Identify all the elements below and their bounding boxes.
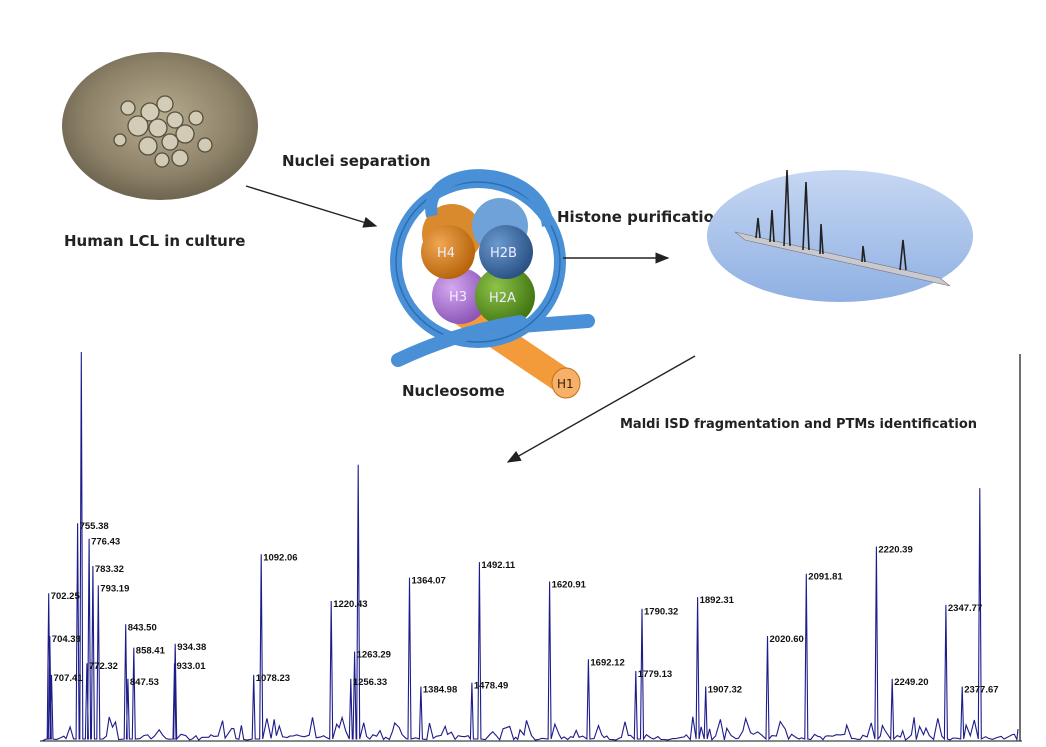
peak-label: 1620.91: [552, 580, 587, 591]
peak-label: 704.39: [52, 634, 81, 645]
peak-label: 2220.39: [878, 545, 912, 556]
h2b-label: H2B: [490, 246, 517, 261]
purification-chromatogram: [707, 169, 973, 302]
peak-label: 1384.98: [423, 685, 457, 696]
spectrum-trace: [41, 351, 1019, 742]
h3-label: H3: [449, 290, 467, 305]
maldi-label: Maldi ISD fragmentation and PTMs identif…: [620, 417, 977, 432]
peak-label: 1692.12: [590, 657, 624, 668]
cells-label: Human LCL in culture: [64, 232, 245, 250]
peak-label: 772.32: [89, 661, 118, 672]
peak-label: 755.38: [80, 521, 109, 532]
arrow-to-spectrum: [506, 355, 696, 463]
nucleosome-illustration: [390, 169, 595, 399]
peak-label: 1092.06: [263, 552, 297, 563]
peak-label: 1078.23: [256, 673, 290, 684]
peak-label: 933.01: [177, 661, 207, 672]
peak-label: 2020.60: [770, 634, 804, 645]
arrow-to-nucleosome: [245, 185, 378, 228]
peak-label: 2347.77: [948, 603, 982, 614]
peak-label: 934.38: [177, 642, 206, 653]
peak-label: 1492.11: [481, 560, 516, 571]
peak-label: 2377.67: [964, 685, 998, 696]
histone-purification-label: Histone purification: [557, 208, 725, 226]
peak-label: 843.50: [128, 622, 157, 633]
peak-label: 1790.32: [644, 607, 678, 618]
peak-label: 1892.31: [700, 595, 735, 606]
peak-label: 783.32: [95, 564, 124, 575]
h1-label: H1: [557, 377, 574, 391]
peak-label: 858.41: [136, 646, 166, 657]
nuclei-separation-label: Nuclei separation: [282, 152, 431, 170]
mass-spectrum: 702.25 704.39 707.41 755.38 776.43 783.32 772.…: [40, 351, 1022, 742]
peak-label: 1364.07: [412, 576, 446, 587]
h2a-label: H2A: [489, 291, 516, 306]
peak-label: 1256.33: [353, 677, 387, 688]
peak-label: 1779.13: [638, 669, 672, 680]
peak-label: 776.43: [91, 537, 120, 548]
peak-label: 1220.43: [333, 599, 367, 610]
peak-label: 2091.81: [808, 572, 843, 583]
peak-label: 702.25: [51, 591, 81, 602]
cell-culture-image: [62, 52, 258, 200]
peak-label: 707.41: [54, 673, 84, 684]
peak-label: 1478.49: [474, 681, 508, 692]
peak-label: 1907.32: [708, 685, 742, 696]
peak-label: 1263.29: [357, 650, 391, 661]
peak-labels: 702.25 704.39 707.41 755.38 776.43 783.32 772.…: [51, 521, 999, 695]
peak-label: 847.53: [130, 677, 159, 688]
h4-label: H4: [437, 246, 455, 261]
peak-label: 793.19: [100, 583, 129, 594]
peak-label: 2249.20: [894, 677, 928, 688]
nucleosome-label: Nucleosome: [402, 382, 505, 400]
